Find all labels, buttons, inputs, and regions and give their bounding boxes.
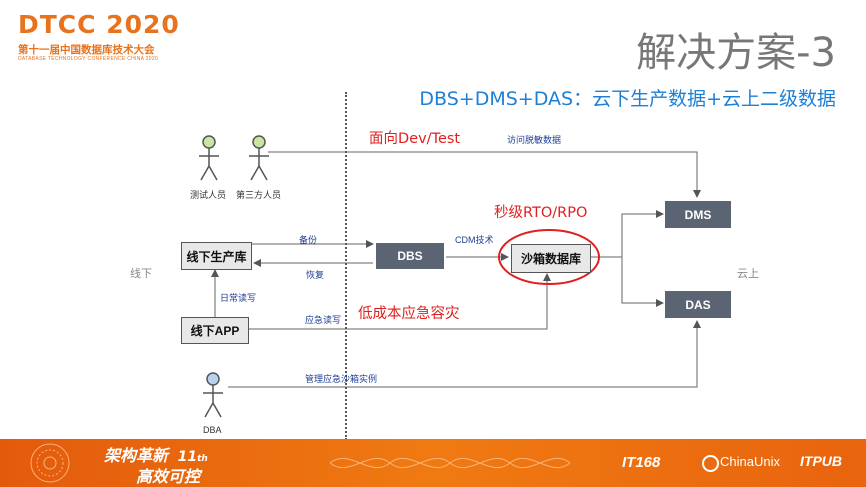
page-title: 解决方案-3 [636,30,836,76]
label-manage: 管理应急沙箱实例 [305,374,378,384]
edge-access [268,151,701,198]
box-das: DAS [665,291,731,318]
sponsor-chinaunix: ChinaUnix [720,454,780,469]
logo-subtitle: 第十一届中国数据库技术大会 [18,44,155,56]
box-sandbox: 沙箱数据库 [511,244,591,273]
box-dbs: DBS [376,243,444,269]
edge-to-das [621,257,664,307]
footer-slogan-line1: 架构革新 11th [104,446,208,465]
logo-tagline: DATABASE TECHNOLOGY CONFERENCE CHINA 202… [18,56,159,62]
sandbox-highlight [498,229,600,285]
box-prod-db: 线下生产库 [181,242,252,270]
callout-dr: 低成本应急容灾 [358,306,460,322]
label-emergency-rw: 应急读写 [305,315,342,325]
chinaunix-logo-icon [702,455,719,472]
footer-globe-icon [30,443,70,483]
box-app: 线下APP [181,317,249,344]
box-dms: DMS [665,201,731,228]
label-restore: 恢复 [306,270,325,280]
footer-dna-decoration [330,457,570,469]
page-subtitle: DBS+DMS+DAS：云下生产数据+云上二级数据 [419,88,836,110]
edge-manage [228,320,701,388]
sponsor-it168: IT168 [622,454,661,471]
label-cdm: CDM技术 [455,235,494,245]
label-access: 访问脱敏数据 [507,135,562,145]
logo-dtcc: DTCC 2020 [18,10,180,39]
actor-third-party-label: 第三方人员 [236,190,282,200]
zone-label-offline: 线下 [130,268,152,280]
dba-figure [203,372,223,418]
tester-figure [199,135,219,181]
label-backup: 备份 [299,235,318,245]
label-daily-rw: 日常读写 [220,293,257,303]
edge-to-dms [621,210,664,257]
actor-tester-label: 测试人员 [190,190,227,200]
third-party-figure [249,135,269,181]
zone-divider [345,92,347,440]
callout-devtest: 面向Dev/Test [369,131,461,147]
callout-rto: 秒级RTO/RPO [494,205,588,221]
zone-label-cloud: 云上 [737,268,759,280]
actor-dba-label: DBA [203,425,222,435]
footer-slogan-line2: 高效可控 [136,467,201,486]
sponsor-itpub: ITPUB [800,453,842,469]
edge-emergency [248,273,551,330]
footer-banner: 架构革新 11th 高效可控 IT168 ChinaUnix ITPUB [0,439,866,487]
